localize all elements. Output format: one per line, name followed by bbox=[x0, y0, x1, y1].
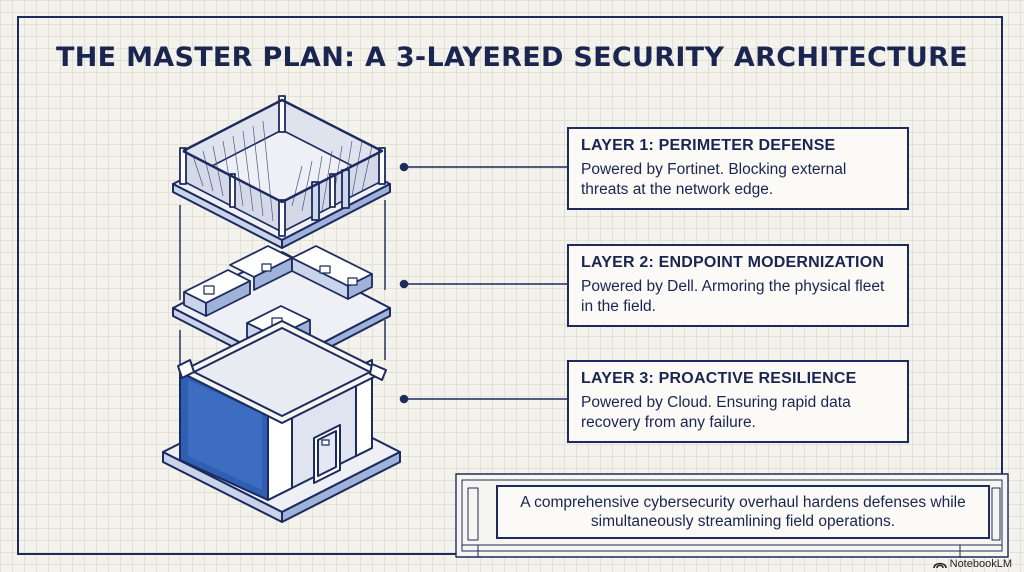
layer-2-title: LAYER 2: ENDPOINT MODERNIZATION bbox=[581, 254, 885, 271]
layer-3-card: LAYER 3: PROACTIVE RESILIENCE Powered by… bbox=[567, 360, 909, 443]
page-title: THE MASTER PLAN: A 3-LAYERED SECURITY AR… bbox=[56, 42, 968, 73]
layer-2-card: LAYER 2: ENDPOINT MODERNIZATION Powered … bbox=[567, 244, 909, 327]
building-illustration bbox=[162, 320, 401, 523]
brand-label: NotebookLM bbox=[949, 558, 1012, 570]
guide-lines bbox=[179, 200, 386, 365]
layer-1-title: LAYER 1: PERIMETER DEFENSE bbox=[581, 137, 836, 154]
notebooklm-logo-icon bbox=[932, 562, 947, 569]
layer-3-description: Powered by Cloud. Ensuring rapid data re… bbox=[581, 394, 851, 431]
layer-3-title: LAYER 3: PROACTIVE RESILIENCE bbox=[581, 370, 857, 387]
layer-1-description: Powered by Fortinet. Blocking external t… bbox=[581, 161, 847, 198]
layer-2-description: Powered by Dell. Armoring the physical f… bbox=[581, 278, 885, 315]
summary-box: A comprehensive cybersecurity overhaul h… bbox=[496, 485, 990, 539]
fence-perimeter-illustration bbox=[172, 95, 391, 249]
summary-text: A comprehensive cybersecurity overhaul h… bbox=[520, 494, 966, 530]
brand-watermark: NotebookLM bbox=[932, 558, 1012, 570]
connectors bbox=[399, 162, 567, 404]
layer-1-card: LAYER 1: PERIMETER DEFENSE Powered by Fo… bbox=[567, 127, 909, 210]
